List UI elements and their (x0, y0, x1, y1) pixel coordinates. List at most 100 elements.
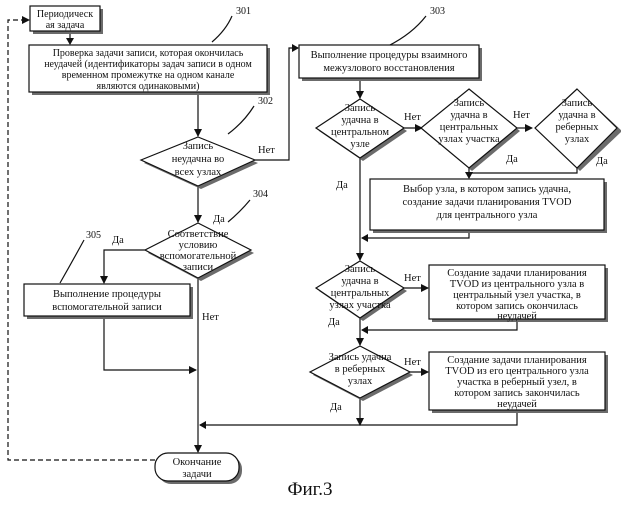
line-edge-yes (469, 168, 577, 173)
step-301-text-line: временном промежутке на одном канале (62, 70, 235, 81)
arrowhead (199, 421, 206, 429)
decision-edge-text-line: удачна в (558, 110, 595, 121)
createB-text-line: котором запись закончилась (454, 388, 580, 399)
decision-cn2-text-line: центральных (331, 288, 390, 299)
end-text-line: Окончание (173, 457, 222, 468)
step-301-text-line: неудачей (идентификаторы задач записи в … (44, 59, 252, 70)
step-305-text-line: Выполнение процедуры (53, 289, 161, 300)
decision-304-text-line: Соответствие (168, 229, 229, 240)
ref-301: 301 (236, 6, 251, 17)
arrowhead (525, 124, 533, 132)
decision-central-text-line: центральном (331, 127, 389, 138)
arrowhead (361, 326, 368, 334)
step-301-check-failed-task: Проверка задачи записи, которая окончила… (29, 45, 270, 95)
leader-301 (212, 16, 232, 42)
ref-302: 302 (258, 96, 273, 107)
arrowhead (194, 215, 202, 223)
createA-text-line: Создание задачи планирования (447, 268, 587, 279)
createA-text-line: TVOD из центрального узла в (450, 279, 585, 290)
label-no-central: Нет (404, 112, 421, 123)
start-text-line: ая задача (46, 20, 85, 31)
start-text-line: Периодическ (37, 9, 93, 20)
decision-success-edge-nodes-2: Запись удачна в реберных узлах (310, 346, 413, 401)
arrowhead (100, 276, 108, 284)
createB-text-line: Создание задачи планирования (447, 355, 587, 366)
decision-302-text-line: всех узлах (175, 167, 222, 178)
step-303-text-line: межузлового восстановления (323, 63, 454, 74)
label-yes-edge: Да (596, 156, 608, 167)
arrowhead (66, 38, 74, 45)
decision-304-text-line: вспомогательной (160, 251, 237, 262)
ref-305: 305 (86, 230, 101, 241)
arrowhead (465, 172, 473, 179)
label-yes-central: Да (336, 180, 348, 191)
arrowhead (421, 284, 429, 292)
figure-caption: Фиг.3 (287, 479, 332, 500)
leader-305 (60, 240, 84, 283)
decision-centralnodes-text-line: узлах участка (438, 134, 500, 145)
decision-cn2-text-line: узлах участка (329, 300, 391, 311)
arrowhead (194, 129, 202, 137)
decision-cn2-text-line: удачна в (341, 276, 378, 287)
createA-text-line: неудачей (497, 311, 537, 322)
label-yes-302: Да (213, 214, 225, 225)
select-node-text-line: создание задачи планирования TVOD (403, 197, 572, 208)
decision-edge-text-line: Запись (562, 98, 593, 109)
select-node-text-line: для центрального узла (437, 210, 538, 221)
step-303-mutual-recovery: Выполнение процедуры взаимного межузлово… (299, 45, 482, 81)
leader-303 (388, 16, 426, 46)
arrowhead (356, 338, 364, 346)
decision-304-text-line: записи (183, 262, 214, 273)
step-create-tvod-to-central-segment: Создание задачи планирования TVOD из цен… (429, 265, 608, 322)
decision-success-edge-nodes: Запись удачна в реберных узлах (535, 89, 621, 171)
step-301-text-line: Проверка задачи записи, которая окончила… (53, 48, 244, 59)
label-yes-edge2: Да (330, 402, 342, 413)
leader-302 (228, 106, 254, 134)
step-create-tvod-to-edge-node: Создание задачи планирования TVOD из его… (429, 352, 608, 413)
step-301-text-line: являются одинаковыми) (97, 81, 200, 92)
createB-text-line: неудачей (497, 399, 537, 410)
decision-edge-text-line: реберных (556, 122, 600, 133)
label-yes-cn2: Да (328, 317, 340, 328)
arrowhead (361, 234, 368, 242)
ref-304: 304 (253, 189, 268, 200)
decision-central-text-line: узле (350, 139, 370, 150)
arrowhead (421, 368, 429, 376)
decision-centralnodes-text-line: Запись (454, 98, 485, 109)
decision-302-failed-all-nodes: Запись неудачна во всех узлах (141, 137, 258, 189)
select-node-text-line: Выбор узла, в котором запись удачна, (403, 184, 571, 195)
arrowhead (189, 366, 197, 374)
label-yes-centralnodes: Да (506, 154, 518, 165)
line-304-yes-to-305 (104, 250, 145, 283)
end-text-line: задачи (182, 469, 212, 480)
createB-text-line: TVOD из его центрального узла (445, 366, 589, 377)
decision-central-text-line: удачна в (341, 115, 378, 126)
decision-edge-text-line: узлах (565, 134, 590, 145)
createB-text-line: участка в реберный узел, в (457, 377, 577, 388)
label-no-302: Нет (258, 145, 275, 156)
step-305-aux-record-procedure: Выполнение процедуры вспомогательной зап… (24, 284, 193, 319)
decision-edge2-text-line: Запись удачна (329, 352, 392, 363)
label-yes-304: Да (112, 235, 124, 246)
decision-304-text-line: условию (179, 240, 218, 251)
arrowhead (356, 253, 364, 261)
arrowhead (292, 44, 299, 52)
createA-text-line: центральный узел участка, в (453, 290, 581, 301)
decision-central-text-line: Запись (345, 103, 376, 114)
leader-304 (228, 200, 250, 222)
line-305-to-merge (104, 316, 196, 370)
arrowhead (194, 445, 202, 453)
arrowhead (356, 91, 364, 99)
decision-304-aux-record-condition: Соответствие условию вспомогательной зап… (145, 223, 254, 281)
end-node: Окончание задачи (155, 453, 242, 484)
decision-centralnodes-text-line: удачна в (450, 110, 487, 121)
start-node: Периодическ ая задача (30, 6, 103, 34)
step-303-text-line: Выполнение процедуры взаимного (311, 50, 468, 61)
decision-success-central-node: Запись удачна в центральном узле (316, 99, 407, 161)
decision-302-text-line: неудачна во (172, 154, 225, 165)
decision-edge2-text-line: узлах (348, 376, 373, 387)
label-no-304: Нет (202, 312, 219, 323)
label-no-centralnodes: Нет (513, 110, 530, 121)
